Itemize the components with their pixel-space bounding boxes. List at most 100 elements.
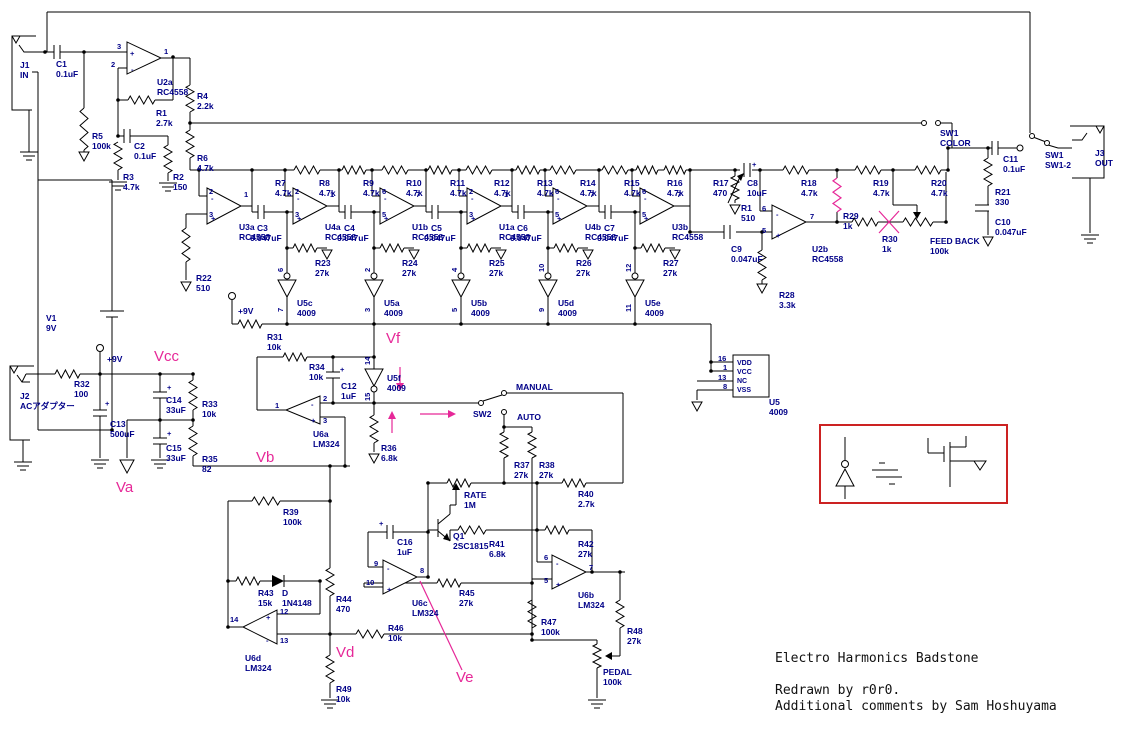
label-c8: C8	[747, 178, 758, 188]
label-r30: R30	[882, 234, 898, 244]
label-lm324: LM324	[245, 663, 272, 673]
label-r22: R22	[196, 273, 212, 283]
resistor	[341, 164, 367, 176]
junction-dot	[535, 528, 539, 532]
resistor	[427, 164, 453, 176]
label-2-2k: 2.2k	[197, 101, 214, 111]
opamp-u4b	[552, 187, 589, 225]
label-1uf: 1uF	[397, 547, 412, 557]
label-r14: R14	[580, 178, 596, 188]
label-r48: R48	[627, 626, 643, 636]
capacitor	[386, 525, 394, 539]
junction-dot	[546, 322, 550, 326]
resistor	[457, 525, 487, 535]
arrow-right-head	[448, 410, 456, 418]
label-r46: R46	[388, 623, 404, 633]
label-rc4558: RC4558	[412, 232, 443, 242]
resistor	[466, 242, 492, 254]
inverter-triangle	[451, 279, 471, 299]
junction-dot	[543, 168, 547, 172]
r30-cross-out	[878, 210, 900, 234]
junction-dot	[372, 210, 376, 214]
label-2-7k: 2.7k	[156, 118, 173, 128]
opamp-u2b	[771, 204, 808, 240]
junction-dot	[285, 210, 289, 214]
label-r11: R11	[450, 178, 465, 188]
label-c3: C3	[257, 223, 268, 233]
resistor	[854, 164, 882, 176]
legend	[819, 424, 1008, 504]
ground-symbol	[91, 459, 109, 469]
capacitor	[604, 205, 612, 219]
label-5: 5	[544, 576, 548, 585]
label-7: 7	[677, 190, 681, 199]
label-r2: R2	[173, 172, 184, 182]
label-u4a: U4a	[325, 222, 341, 232]
label-additional-comments-by-sam-hoshuyama: Additional comments by Sam Hoshuyama	[775, 699, 1057, 714]
label-4009: 4009	[297, 308, 316, 318]
label-6-8k: 6.8k	[381, 453, 398, 463]
label-electro-harmonics-badstone: Electro Harmonics Badstone	[775, 651, 979, 666]
junction-dot	[946, 168, 950, 172]
label--: -	[556, 559, 559, 568]
label-3: 3	[117, 42, 121, 51]
label-vss: VSS	[737, 387, 751, 394]
resistor	[446, 477, 472, 489]
legend-mosfet-symbol	[927, 436, 980, 487]
label-vd: Vd	[336, 644, 354, 661]
label-r5: R5	[92, 131, 103, 141]
junction-dot	[328, 464, 332, 468]
legend-mosfet-gnd-arrow	[973, 460, 987, 471]
label-0-047uf: 0.047uF	[424, 233, 456, 243]
label-u2b: U2b	[812, 244, 828, 254]
resistor	[185, 129, 195, 159]
label-4-7k: 4.7k	[123, 182, 140, 192]
junction-dot	[760, 230, 764, 234]
label-100k: 100k	[283, 517, 302, 527]
label-r27: R27	[663, 258, 679, 268]
label-10: 10	[366, 578, 374, 587]
label-r39: R39	[283, 507, 299, 517]
magenta-annotations	[388, 210, 900, 671]
pedal-wiper-arrow	[605, 652, 612, 660]
resistor	[782, 164, 810, 176]
capacitor	[53, 45, 61, 59]
label-+9v: +9V	[107, 354, 123, 364]
resistor	[553, 242, 579, 254]
label-redrawn-by-r0r0-: Redrawn by r0r0.	[775, 683, 900, 698]
capacitor	[257, 205, 265, 219]
opamp-u6b	[551, 554, 588, 590]
ground-arrow	[368, 453, 380, 465]
label-1: 1	[164, 47, 168, 56]
label-4009: 4009	[769, 407, 788, 417]
junction-dot	[285, 246, 289, 250]
label-2: 2	[295, 187, 299, 196]
label-4: 4	[450, 267, 459, 272]
label-1m: 1M	[464, 500, 476, 510]
junction-dot	[758, 168, 762, 172]
capacitor	[431, 205, 439, 219]
resistor	[498, 431, 510, 459]
resistor	[293, 164, 321, 176]
label-13: 13	[718, 373, 726, 382]
label-5: 5	[555, 210, 559, 219]
label-q1: Q1	[453, 531, 465, 541]
wire-lfo	[256, 356, 625, 698]
capacitor	[975, 204, 989, 212]
label-manual: MANUAL	[516, 382, 553, 392]
label-10k: 10k	[309, 372, 323, 382]
junction-dot	[226, 625, 230, 629]
terminals-and-switches	[96, 120, 1050, 415]
label-27k: 27k	[627, 636, 641, 646]
label-4009: 4009	[645, 308, 664, 318]
ground-arrow	[669, 249, 681, 261]
label-lm324: LM324	[313, 439, 340, 449]
label-100k: 100k	[541, 627, 560, 637]
junction-dot	[98, 372, 102, 376]
label-1: 1	[504, 190, 508, 199]
label-27k: 27k	[459, 598, 473, 608]
resistor	[851, 216, 879, 228]
wire-stages	[185, 170, 772, 324]
junction-dot	[188, 121, 192, 125]
label-4-7k: 4.7k	[275, 188, 292, 198]
